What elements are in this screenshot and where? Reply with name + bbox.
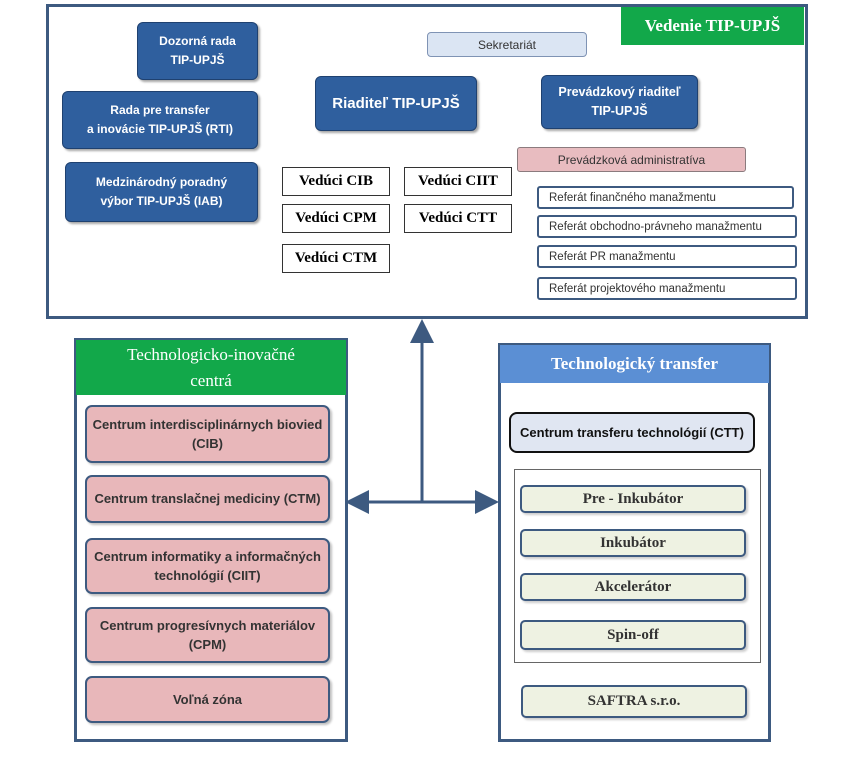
head-cib-box: Vedúci CIB bbox=[282, 167, 390, 196]
transfer-council-line1: Rada pre transfer bbox=[110, 102, 210, 117]
head-ciit-box: Vedúci CIIT bbox=[404, 167, 512, 196]
innovation-title-line2: centrá bbox=[190, 370, 232, 390]
dept-pr-label: Referát PR manažmentu bbox=[549, 250, 676, 263]
dept-legal-label: Referát obchodno-právneho manažmentu bbox=[549, 220, 762, 233]
head-ctt-label: Vedúci CTT bbox=[418, 210, 498, 226]
dept-finance-box: Referát finančného manažmentu bbox=[537, 186, 794, 209]
secretariat-box: Sekretariát bbox=[427, 32, 587, 57]
centre-cib-line1: Centrum interdisciplinárnych biovied bbox=[92, 416, 323, 432]
transfer-council-box: Rada pre transfer a inovácie TIP-UPJŠ (RT… bbox=[62, 91, 258, 149]
head-ciit-label: Vedúci CIIT bbox=[418, 173, 498, 189]
stage-accelerator-label: Akcelerátor bbox=[594, 578, 672, 595]
operations-admin-box: Prevádzková administratíva bbox=[517, 147, 746, 172]
stage-accelerator: Akcelerátor bbox=[520, 573, 746, 601]
head-ctt-box: Vedúci CTT bbox=[404, 204, 512, 233]
stage-pre-incubator: Pre - Inkubátor bbox=[520, 485, 746, 513]
stage-incubator: Inkubátor bbox=[520, 529, 746, 557]
centre-ctm-box: Centrum translačnej mediciny (CTM) bbox=[85, 475, 330, 523]
secretariat-label: Sekretariát bbox=[477, 37, 537, 52]
stage-spin-off: Spin-off bbox=[520, 620, 746, 650]
head-ctm-label: Vedúci CTM bbox=[294, 250, 378, 266]
ctt-box: Centrum transferu technológií (CTT) bbox=[509, 412, 755, 453]
advisory-board-box: Medzinárodný poradný výbor TIP-UPJŠ (IAB) bbox=[65, 162, 258, 222]
management-title: Vedenie TIP-UPJŠ bbox=[621, 7, 804, 45]
dept-project-box: Referát projektového manažmentu bbox=[537, 277, 797, 300]
innovation-centres-title: Technologicko-inovačné centrá bbox=[76, 340, 346, 395]
advisory-board-line1: Medzinárodný poradný bbox=[95, 174, 228, 189]
saftra-label: SAFTRA s.r.o. bbox=[587, 693, 681, 709]
free-zone-box: Voľná zóna bbox=[85, 676, 330, 723]
centre-ciit-line2: technológií (CIIT) bbox=[154, 568, 261, 583]
head-cpm-label: Vedúci CPM bbox=[295, 210, 377, 226]
centre-cib-line2: (CIB) bbox=[191, 436, 224, 451]
stage-pre-incubator-label: Pre - Inkubátor bbox=[582, 490, 684, 507]
director-box: Riaditeľ TIP-UPJŠ bbox=[315, 76, 477, 131]
saftra-box: SAFTRA s.r.o. bbox=[521, 685, 747, 718]
centre-ctm-label: Centrum translačnej mediciny (CTM) bbox=[94, 491, 321, 507]
head-cib-label: Vedúci CIB bbox=[298, 173, 374, 189]
innovation-title-line1: Technologicko-inovačné bbox=[127, 345, 295, 364]
advisory-board-line2: výbor TIP-UPJŠ (IAB) bbox=[100, 194, 223, 208]
centre-cpm-line2: (CPM) bbox=[188, 637, 227, 652]
centre-ciit-line1: Centrum informatiky a informačných bbox=[94, 548, 321, 564]
director-label: Riaditeľ TIP-UPJŠ bbox=[332, 95, 460, 112]
tech-transfer-title: Technologický transfer bbox=[500, 345, 769, 383]
centre-ciit-box: Centrum informatiky a informačných techno… bbox=[85, 538, 330, 594]
centre-cib-box: Centrum interdisciplinárnych biovied (CIB… bbox=[85, 405, 330, 463]
transfer-council-line2: a inovácie TIP-UPJŠ (RTI) bbox=[86, 122, 234, 136]
dept-pr-box: Referát PR manažmentu bbox=[537, 245, 797, 268]
tech-transfer-title-text: Technologický transfer bbox=[550, 354, 718, 373]
ctt-label: Centrum transferu technológií (CTT) bbox=[520, 425, 744, 440]
centre-cpm-line1: Centrum progresívnych materiálov bbox=[99, 617, 316, 633]
head-cpm-box: Vedúci CPM bbox=[282, 204, 390, 233]
operations-admin-label: Prevádzková administratíva bbox=[557, 152, 706, 167]
operations-director-line1: Prevádzkový riaditeľ bbox=[558, 84, 681, 99]
head-ctm-box: Vedúci CTM bbox=[282, 244, 390, 273]
operations-director-line2: TIP-UPJŠ bbox=[591, 104, 648, 118]
stage-incubator-label: Inkubátor bbox=[600, 534, 666, 551]
centre-cpm-box: Centrum progresívnych materiálov (CPM) bbox=[85, 607, 330, 663]
supervisory-board-line2: TIP-UPJŠ bbox=[170, 53, 225, 67]
supervisory-board-line1: Dozorná rada bbox=[159, 33, 236, 48]
dept-project-label: Referát projektového manažmentu bbox=[549, 282, 726, 295]
dept-legal-box: Referát obchodno-právneho manažmentu bbox=[537, 215, 797, 238]
free-zone-label: Voľná zóna bbox=[172, 691, 243, 707]
dept-finance-label: Referát finančného manažmentu bbox=[549, 191, 716, 204]
management-title-text: Vedenie TIP-UPJŠ bbox=[644, 16, 781, 35]
stage-spin-off-label: Spin-off bbox=[607, 626, 659, 643]
